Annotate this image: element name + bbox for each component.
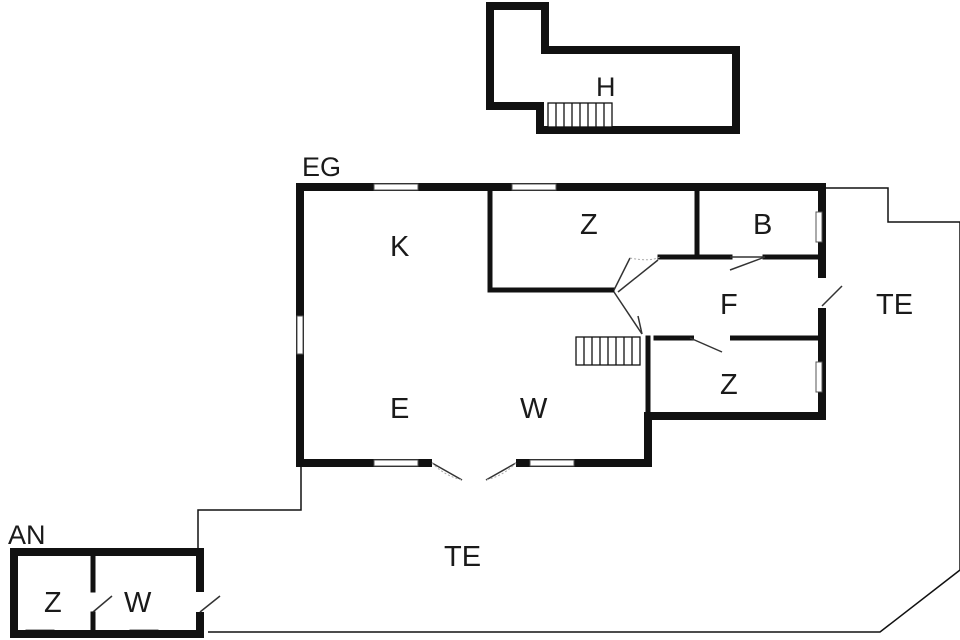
windows <box>13 183 823 637</box>
room-label-terrace-right: TE <box>876 289 913 321</box>
upper-floor-h <box>486 2 740 134</box>
annex-building <box>10 548 221 638</box>
room-label-terrace-main: TE <box>444 541 481 573</box>
room-label-living: W <box>520 393 548 425</box>
floor-label-upper: H <box>596 72 616 102</box>
room-label-annex-w: W <box>124 587 152 619</box>
room-label-hall: F <box>720 289 738 321</box>
floor-label-ground: EG <box>302 152 341 182</box>
terrace-outline <box>197 187 960 633</box>
room-label-kitchen: K <box>390 231 410 263</box>
upper-stairs <box>547 102 613 128</box>
room-label-z-top: Z <box>580 209 598 241</box>
doors <box>431 256 843 481</box>
room-label-annex-z: Z <box>44 587 62 619</box>
floor-label-annex: AN <box>8 520 46 550</box>
ground-floor-walls <box>296 183 827 467</box>
room-label-bath: B <box>753 209 772 241</box>
room-label-z-lower: Z <box>720 369 738 401</box>
ground-stairs <box>575 336 641 366</box>
room-label-dining: E <box>390 393 409 425</box>
